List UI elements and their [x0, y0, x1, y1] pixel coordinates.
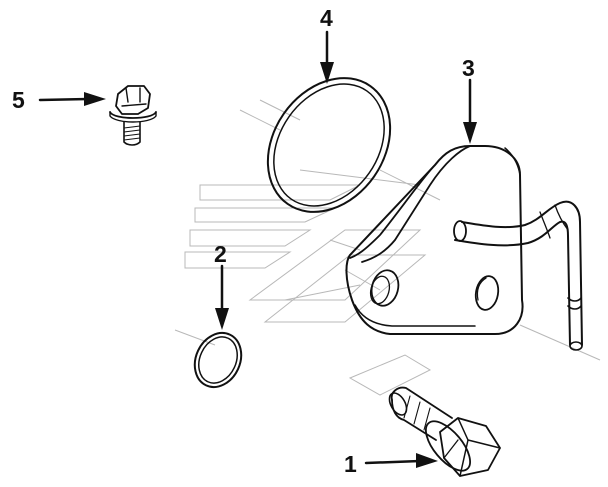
callout-label-1: 1 [344, 451, 357, 477]
watermark-logo [174, 99, 601, 396]
flange-bolt [109, 85, 157, 146]
callout-label-3: 3 [462, 55, 475, 81]
callout-label-2: 2 [214, 241, 227, 267]
oil-pipe-flange-assembly [345, 145, 583, 351]
bolt [388, 386, 501, 477]
small-o-ring [193, 331, 243, 389]
callout-label-4: 4 [320, 5, 333, 31]
callout-arrows [38, 30, 477, 468]
callout-label-5: 5 [12, 87, 25, 113]
large-o-ring [266, 77, 392, 213]
